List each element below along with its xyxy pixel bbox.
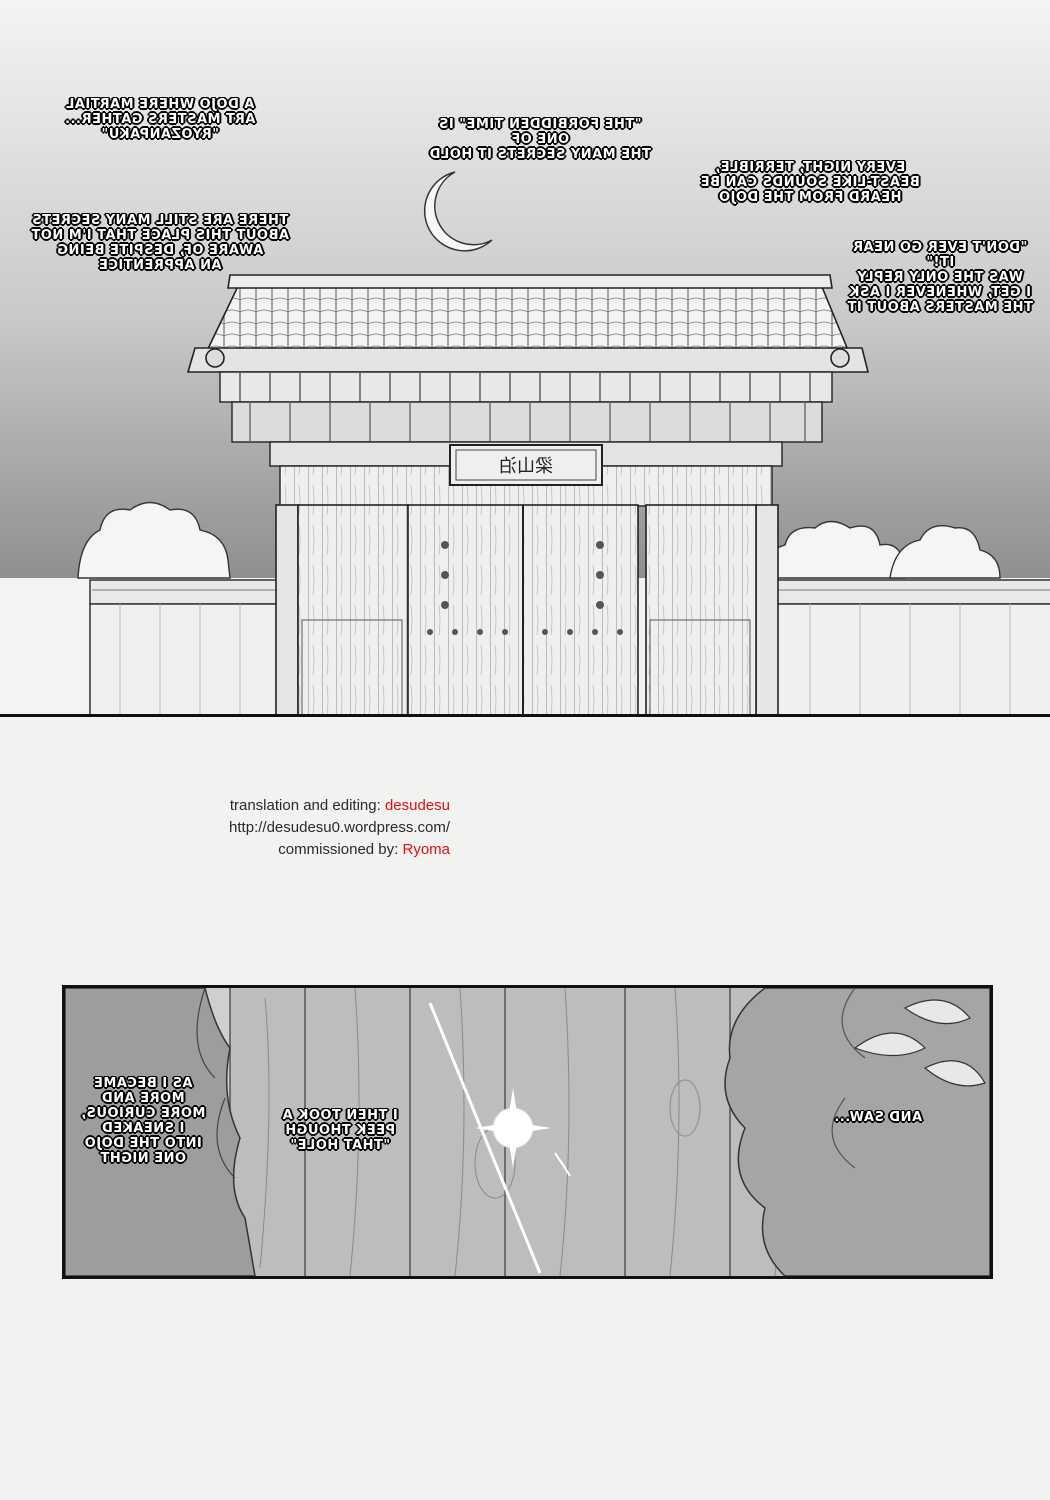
gate-roof: [186, 274, 870, 373]
caption-and-saw: AND SAW...: [833, 1110, 923, 1125]
credits-commission-line: commissioned by: Ryoma: [150, 839, 450, 861]
gate-sign: 梁山泊: [449, 444, 603, 486]
gate-sign-text: 梁山泊: [499, 456, 553, 477]
credits-commission-label: commissioned by:: [278, 841, 403, 858]
bottom-panel: AS I BECAME MORE AND MORE CURIOUS, I SNE…: [62, 985, 993, 1279]
dojo-gate-illustration: 梁山泊: [0, 0, 1050, 716]
top-panel: 梁山泊 A DOJO WHERE MARTIAL AR: [0, 0, 1050, 716]
caption-dont-go-near: "DON'T EVER GO NEAR IT!" WAS THE ONLY RE…: [847, 240, 1033, 315]
credits-translator-name: desudesu: [384, 797, 450, 814]
credits-translation-line: translation and editing: desudesu: [150, 795, 450, 817]
caption-took-a-peek: I THEN TOOK A PEEK THOUGH "THAT HOLE": [282, 1108, 398, 1153]
trees: [77, 501, 1001, 579]
panel-divider: [0, 714, 1050, 717]
credits-url[interactable]: http://desudesu0.wordpress.com/: [229, 819, 450, 836]
credits-translation-label: translation and editing:: [229, 797, 385, 814]
caption-sneaked-in: AS I BECAME MORE AND MORE CURIOUS, I SNE…: [80, 1076, 206, 1166]
caption-forbidden-time: "THE FORBIDDEN TIME" IS ONE OF THE MANY …: [429, 117, 651, 162]
peephole-light: [428, 1002, 571, 1274]
credits-commissioner-name: Ryoma: [402, 841, 450, 858]
crescent-moon: [423, 171, 493, 252]
peephole-illustration: [65, 988, 990, 1276]
caption-beast-sounds: EVERY NIGHT, TERRIBLE, BEAST-LIKE SOUNDS…: [700, 160, 920, 205]
credits-block: translation and editing: desudesu http:/…: [150, 795, 450, 861]
caption-many-secrets: THERE ARE STILL MANY SECRETS ABOUT THIS …: [30, 213, 290, 273]
gate-doors: [275, 504, 779, 716]
caption-ryozanpaku: A DOJO WHERE MARTIAL ART MASTERS GATHER.…: [64, 97, 256, 142]
